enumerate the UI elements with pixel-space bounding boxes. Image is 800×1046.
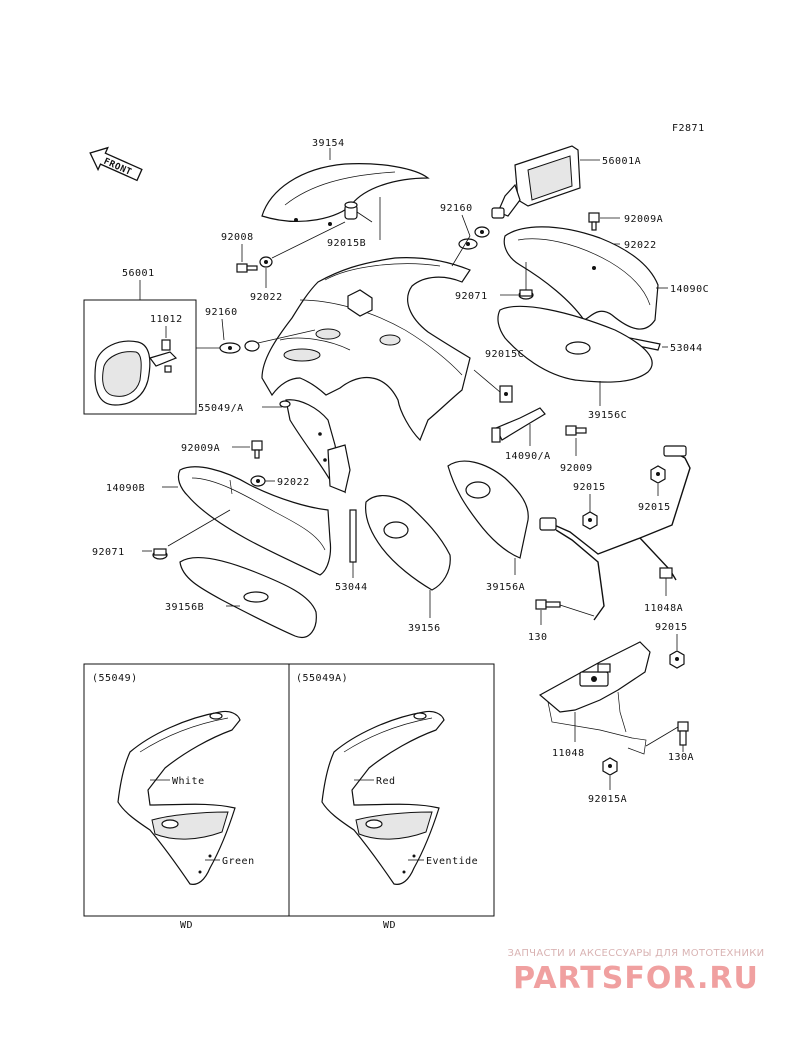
- grommet-92160-left: [219, 340, 260, 354]
- cover-39156: [365, 495, 451, 591]
- watermark-logo[interactable]: PARTSFOR.RU: [513, 961, 759, 996]
- label-92009A-left: 92009A: [181, 443, 220, 454]
- label-92008: 92008: [221, 232, 254, 243]
- label-11012: 11012: [150, 314, 183, 325]
- label-92022-right: 92022: [624, 240, 657, 251]
- figure-code: F2871: [672, 123, 705, 134]
- nut-92015-b: [650, 465, 666, 484]
- label-39156: 39156: [408, 623, 441, 634]
- label-11048: 11048: [552, 748, 585, 759]
- grommet-92015B: [344, 201, 358, 220]
- label-92071-right: 92071: [455, 291, 488, 302]
- label-39156C: 39156C: [588, 410, 627, 421]
- label-92160-left: 92160: [205, 307, 238, 318]
- label-55049A-slash: 55049/A: [198, 403, 244, 414]
- inset-right-lower-color: Eventide: [426, 856, 478, 867]
- mirror-56001A: [491, 145, 581, 219]
- inner-panel-14090B: [177, 466, 332, 576]
- inset-right-title: (55049A): [296, 673, 348, 684]
- label-53044-mid: 53044: [335, 582, 368, 593]
- bolt-130: [535, 599, 561, 610]
- label-14090B: 14090B: [106, 483, 145, 494]
- upper-fairing-55049: [261, 257, 471, 494]
- label-92009: 92009: [560, 463, 593, 474]
- label-39156B: 39156B: [165, 602, 204, 613]
- mirror-56001: [94, 339, 178, 406]
- inset-right-upper-color: Red: [376, 776, 396, 787]
- inset-right: (55049A) Red Eventide WD: [296, 673, 478, 931]
- inset-left-footer: WD: [180, 920, 193, 931]
- label-56001: 56001: [122, 268, 155, 279]
- windscreen-39154: [261, 163, 430, 226]
- bolt-130A: [677, 721, 689, 746]
- inset-left: (55049) White Green WD: [92, 673, 255, 931]
- label-11048A: 11048A: [644, 603, 683, 614]
- washer-92022-mid: [250, 475, 266, 487]
- fairing-55049-illustration: [117, 710, 241, 885]
- grommet-92160-top: [458, 226, 490, 250]
- front-arrow-icon: FRONT: [89, 146, 143, 182]
- label-14090C: 14090C: [670, 284, 709, 295]
- watermark: ЗАПЧАСТИ И АКСЕССУАРЫ ДЛЯ МОТОТЕХНИКИ PA…: [486, 948, 786, 996]
- label-92071-left: 92071: [92, 547, 125, 558]
- label-92022-mid: 92022: [277, 477, 310, 488]
- label-39154: 39154: [312, 138, 345, 149]
- label-92015A: 92015A: [588, 794, 627, 805]
- grommet-92071-left: [152, 548, 168, 560]
- label-92015-c: 92015: [655, 622, 688, 633]
- inset-left-title: (55049): [92, 673, 138, 684]
- label-14090A-slash: 14090/A: [505, 451, 551, 462]
- label-130: 130: [528, 632, 548, 643]
- mirror-56001-box: [83, 299, 197, 415]
- trim-53044-mid: [349, 509, 357, 563]
- label-130A: 130A: [668, 752, 694, 763]
- grommet-92071-right: [518, 289, 534, 300]
- inset-left-lower-color: Green: [222, 856, 255, 867]
- nut-92015-c: [669, 650, 685, 669]
- bolt-92008: [236, 263, 258, 273]
- label-53044-right: 53044: [670, 343, 703, 354]
- cover-39156B: [179, 556, 317, 638]
- bracket-92015C: [499, 385, 513, 403]
- bracket-14090A: [491, 407, 546, 443]
- nut-92015A: [602, 757, 618, 776]
- watermark-tagline: ЗАПЧАСТИ И АКСЕССУАРЫ ДЛЯ МОТОТЕХНИКИ: [507, 948, 765, 959]
- cover-39156C: [497, 305, 653, 383]
- fairing-55049A-illustration: [321, 710, 445, 885]
- stay-11048: [538, 641, 651, 755]
- bolt-92009: [565, 425, 587, 436]
- bolt-92009A-left: [251, 440, 263, 459]
- label-56001A: 56001A: [602, 156, 641, 167]
- label-92009A-top: 92009A: [624, 214, 663, 225]
- inner-panel-14090C: [503, 226, 659, 330]
- bolt-92009A-top: [588, 212, 600, 231]
- inset-left-upper-color: White: [172, 776, 205, 787]
- washer-92022-left: [259, 256, 273, 268]
- label-92015C: 92015C: [485, 349, 524, 360]
- nut-92015-a: [582, 511, 598, 530]
- label-92160-top: 92160: [440, 203, 473, 214]
- label-92015-a: 92015: [573, 482, 606, 493]
- label-39156A: 39156A: [486, 582, 525, 593]
- label-92015-b: 92015: [638, 502, 671, 513]
- stay-11048A: [539, 445, 691, 621]
- label-92022-left: 92022: [250, 292, 283, 303]
- cover-39156A: [447, 460, 529, 559]
- inset-right-footer: WD: [383, 920, 396, 931]
- label-92015B: 92015B: [327, 238, 366, 249]
